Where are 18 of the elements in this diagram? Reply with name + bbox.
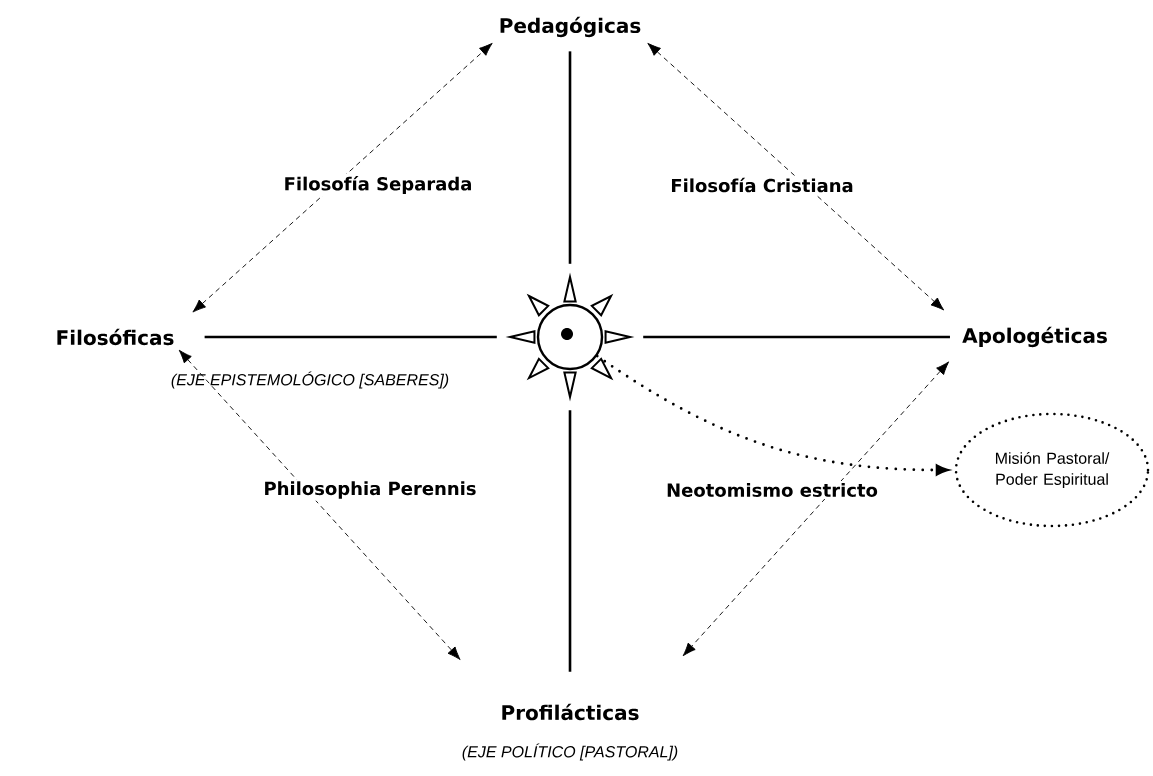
quadrant-label: Philosophia Perennis (261, 479, 479, 501)
dashed-arrow (647, 42, 945, 311)
axis-line (204, 335, 497, 339)
node-label: (EJE EPISTEMOLÓGICO [SABERES]) (171, 371, 449, 389)
dashed-arrow (682, 361, 950, 657)
axis-line (568, 410, 572, 672)
axis-label: Pedagógicas (500, 16, 641, 38)
node-label: (EJE POLÍTICO [PASTORAL]) (462, 743, 678, 761)
axis-label: Profilácticas (502, 703, 639, 721)
quadrant-label: Filosofía Separada (281, 173, 475, 197)
quadrant-label: Neotomismo estricto (664, 481, 880, 499)
axis-line (643, 335, 950, 339)
dashed-arrow (178, 349, 461, 660)
dashed-arrow (192, 42, 493, 313)
quadrant-label: Filosofía Cristiana (668, 175, 856, 195)
axis-label: Filosóficas (57, 328, 174, 346)
axis-label: Apologéticas (962, 326, 1107, 348)
axis-line (568, 51, 572, 264)
